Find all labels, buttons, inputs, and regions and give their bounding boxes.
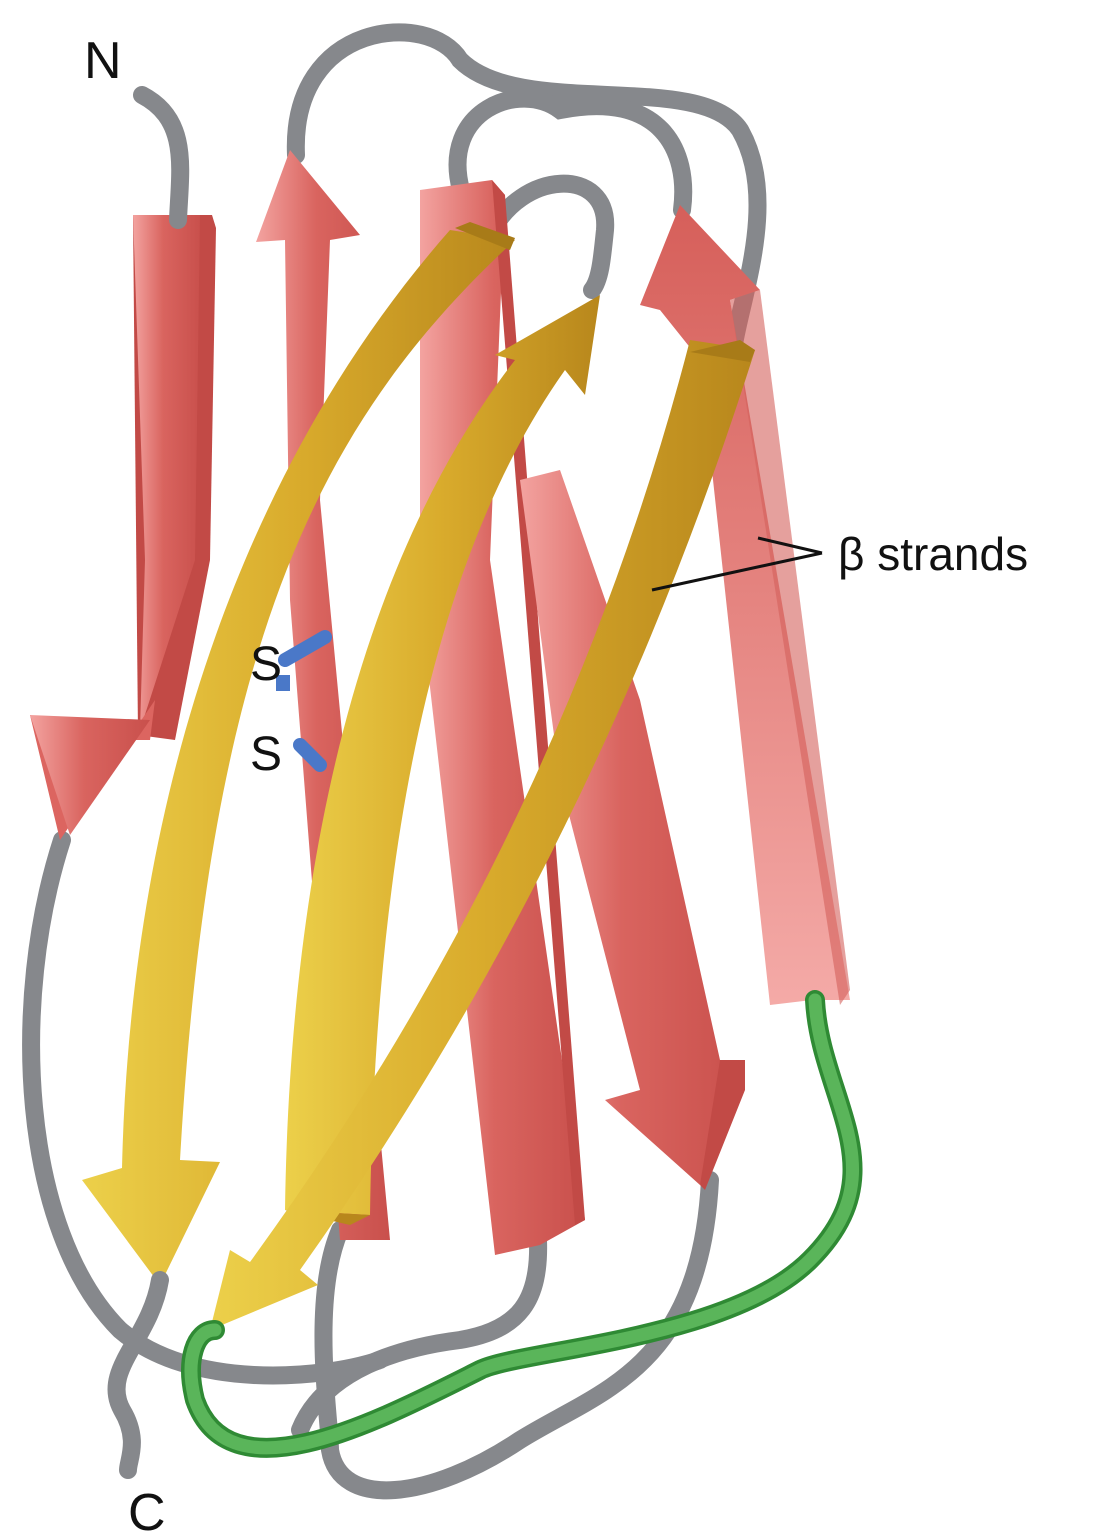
c-terminus-label: C [128, 1484, 166, 1540]
beta-strands-label: β strands [838, 528, 1028, 580]
beta-strands-callout: β strands [652, 528, 1028, 590]
sulfur-label-top: S [250, 638, 282, 691]
n-terminus-label: N [84, 32, 122, 90]
loop-c-terminus [116, 1280, 160, 1470]
sulfur-label-bottom: S [250, 728, 282, 781]
loop-n-terminus [142, 95, 180, 220]
